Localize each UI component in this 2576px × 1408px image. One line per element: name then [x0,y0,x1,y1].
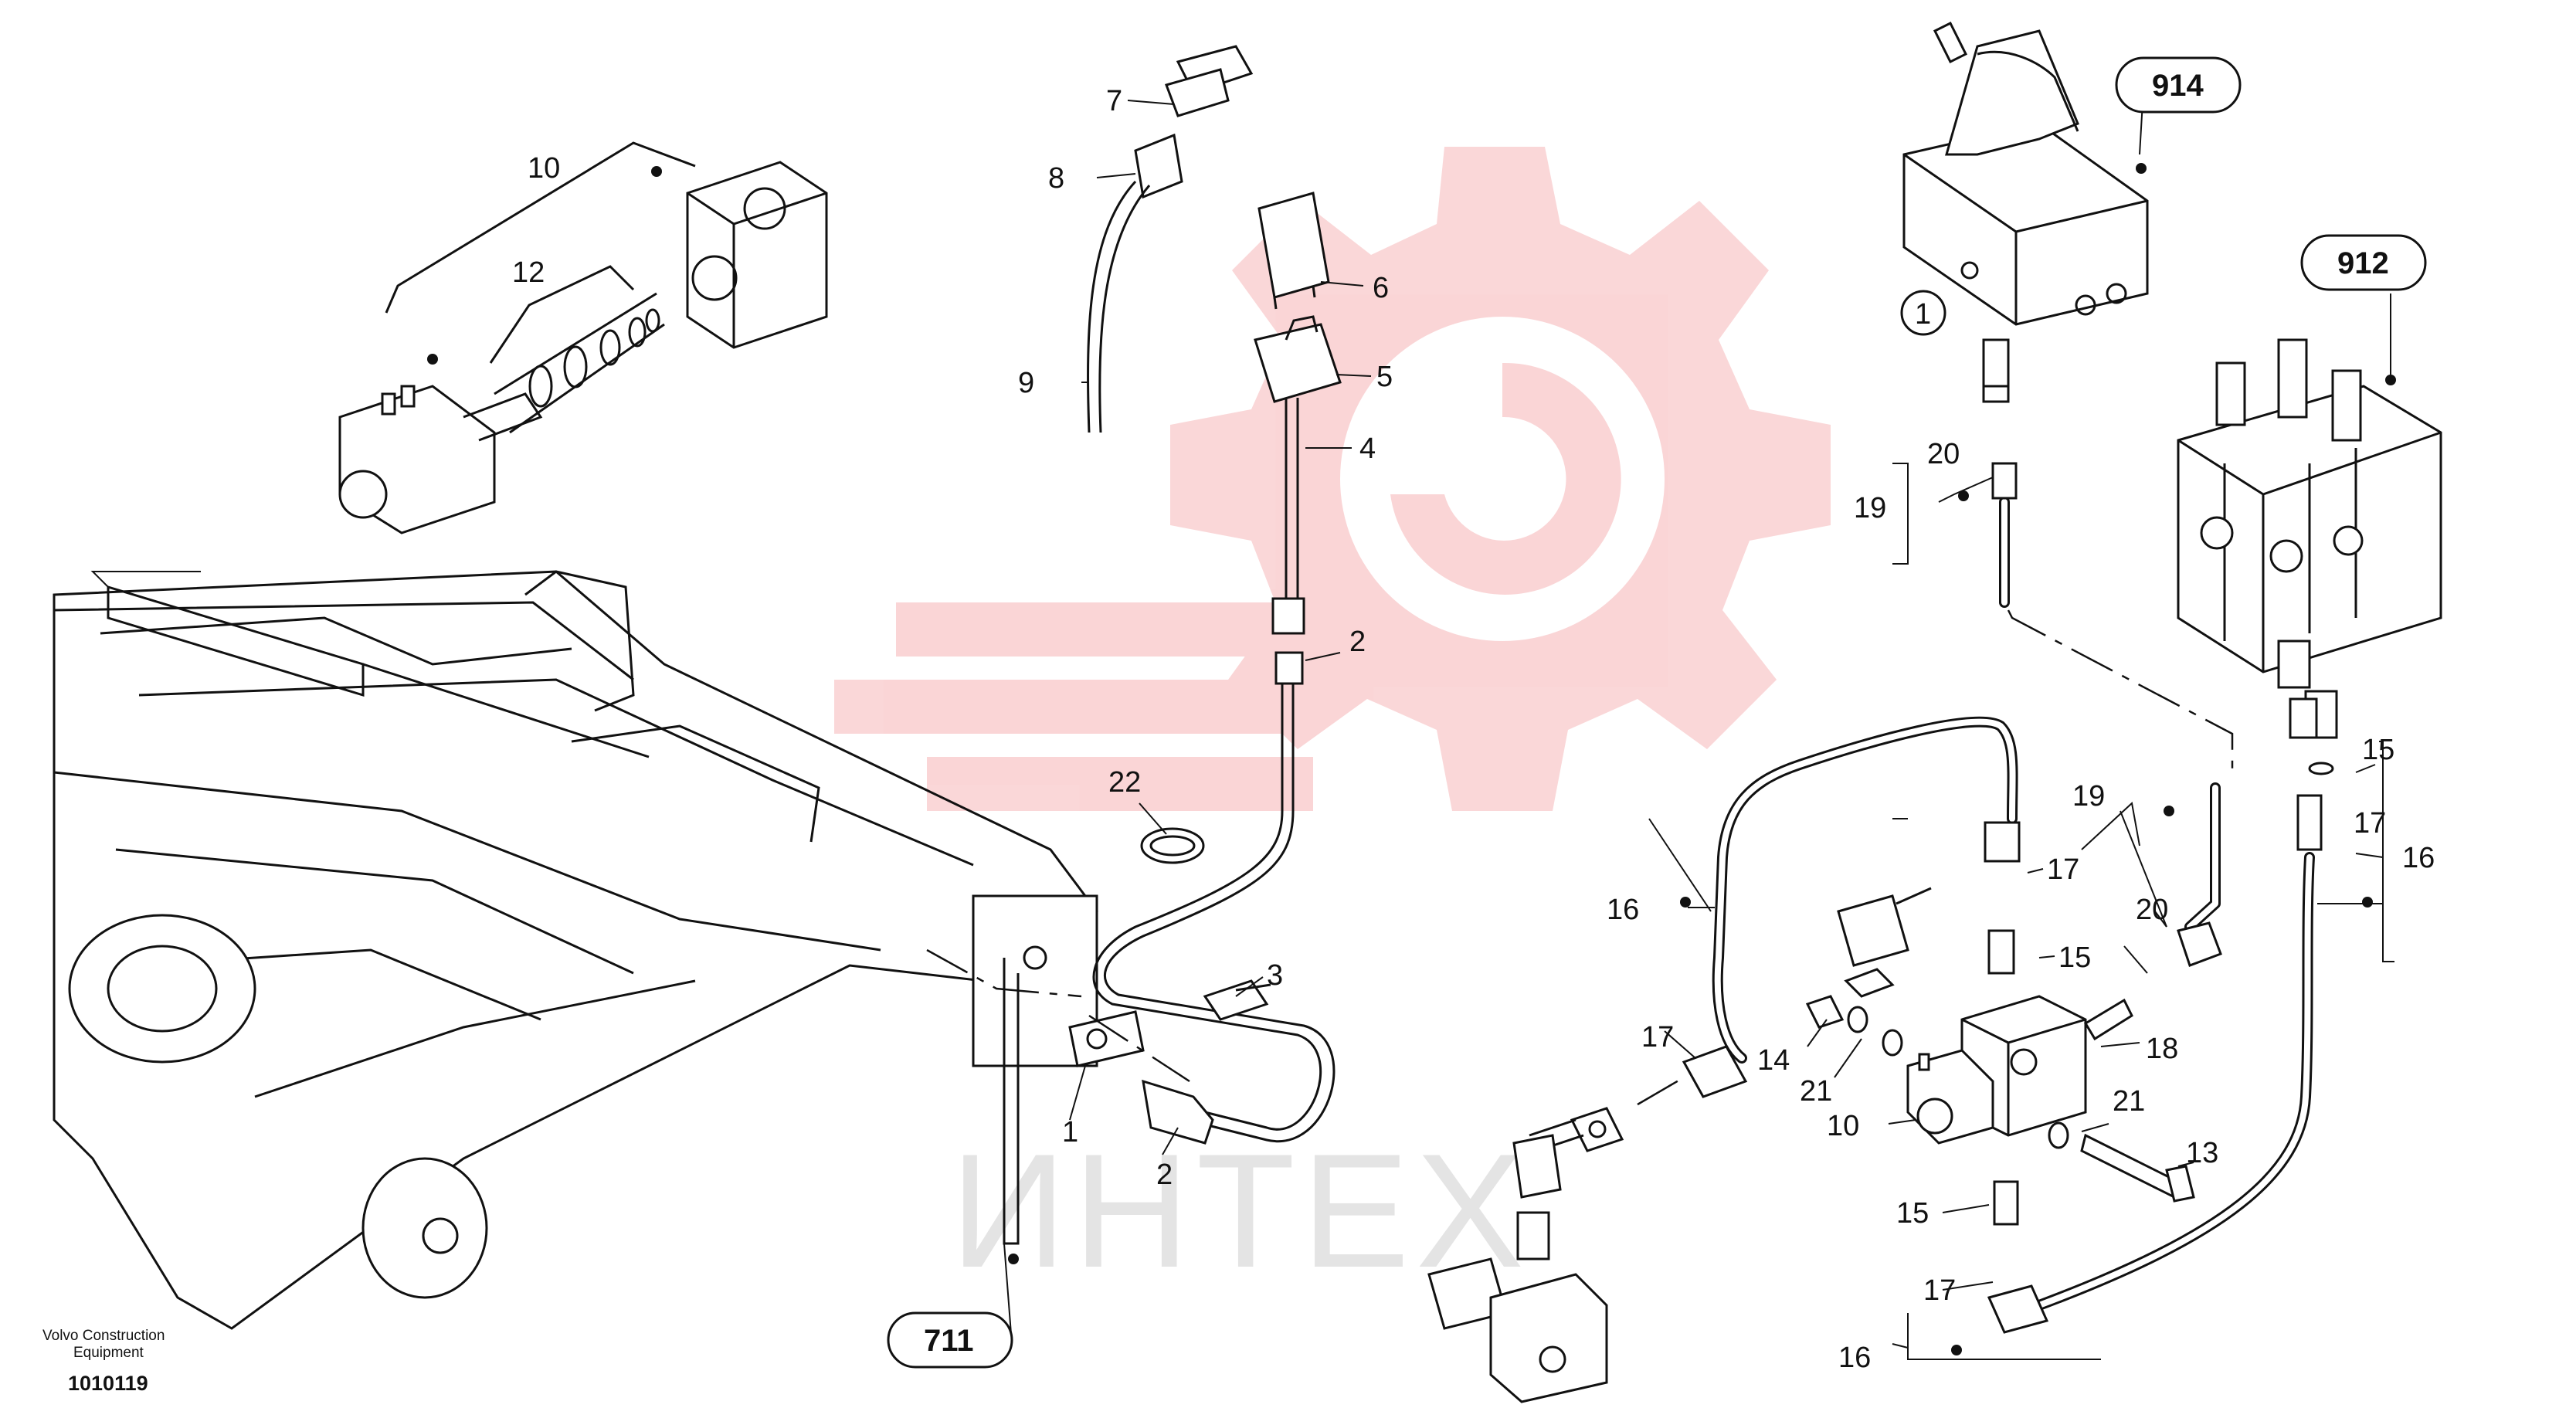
callout-2: 2 [1349,626,1366,658]
callout-7: 7 [1106,85,1122,117]
watermark-gear-icon [1170,147,1831,811]
callout-9: 9 [1018,367,1034,399]
callout-16: 16 [1607,894,1639,926]
callout-6: 6 [1373,272,1389,304]
callout-17: 17 [2047,853,2079,886]
callout-20: 20 [2136,894,2168,926]
callout-16: 16 [2402,842,2435,874]
circled-note-1: 1 [1915,298,1931,331]
reference-711-label: 711 [924,1324,974,1358]
callout-19: 19 [1854,492,1886,524]
reference-914-label: 914 [2152,69,2204,103]
circled-note: 1 [1900,290,1946,336]
callout-2: 2 [1156,1159,1173,1191]
callout-10: 10 [1827,1110,1859,1142]
callout-1: 1 [1062,1116,1078,1148]
pointer-dots [427,163,2396,1355]
reference-912-label: 912 [2337,246,2389,280]
solenoid-valve-block [1427,887,2195,1403]
callout-18: 18 [2146,1033,2178,1065]
callout-14: 14 [1757,1044,1790,1077]
leader-lines [385,80,2394,1360]
reference-912: 912 [2300,234,2427,291]
callout-12: 12 [512,256,545,289]
reference-711: 711 [887,1311,1013,1369]
footer-brand-line2: Equipment [73,1345,144,1361]
hydraulic-hoses [1682,462,2323,1334]
watermark-swirl-icon [1390,362,1621,595]
callout-3: 3 [1267,959,1283,992]
watermark-text: ИНТЕХ [950,1120,1530,1301]
callout-20: 20 [1927,438,1960,470]
callout-15: 15 [1896,1197,1929,1230]
callout-13: 13 [2186,1137,2218,1169]
callout-8: 8 [1048,162,1064,195]
seal-ring-set [528,308,660,408]
watermark-gear-logo [834,147,1831,811]
callout-17: 17 [1923,1274,1956,1307]
callout-17: 17 [2354,807,2386,840]
callout-17: 17 [1641,1021,1674,1053]
callout-15: 15 [2058,941,2091,974]
callout-5: 5 [1376,361,1393,393]
callout-21: 21 [1800,1075,1832,1108]
footer-brand-line1: Volvo Construction [42,1328,165,1344]
callout-4: 4 [1359,433,1376,465]
callout-21: 21 [2113,1085,2145,1118]
footer-drawing-number: 1010119 [68,1372,148,1395]
callout-labels: 10 12 7 8 6 5 9 4 2 22 3 1 2 20 19 15 17… [512,85,2435,1374]
callout-15: 15 [2362,734,2394,766]
callout-16: 16 [1838,1342,1871,1374]
loader-frame [53,570,1098,1330]
reference-914: 914 [2115,56,2242,114]
callout-22: 22 [1108,766,1141,799]
callout-10: 10 [528,152,560,185]
callout-19: 19 [2072,780,2105,813]
footer: Volvo Construction Equipment 1010119 [42,1328,165,1395]
electrical-harness [1068,45,1342,1145]
solenoid-valve-assembly-10 [338,161,828,534]
pilot-control-unit [1902,21,2149,403]
control-valve-block [2177,338,2442,775]
